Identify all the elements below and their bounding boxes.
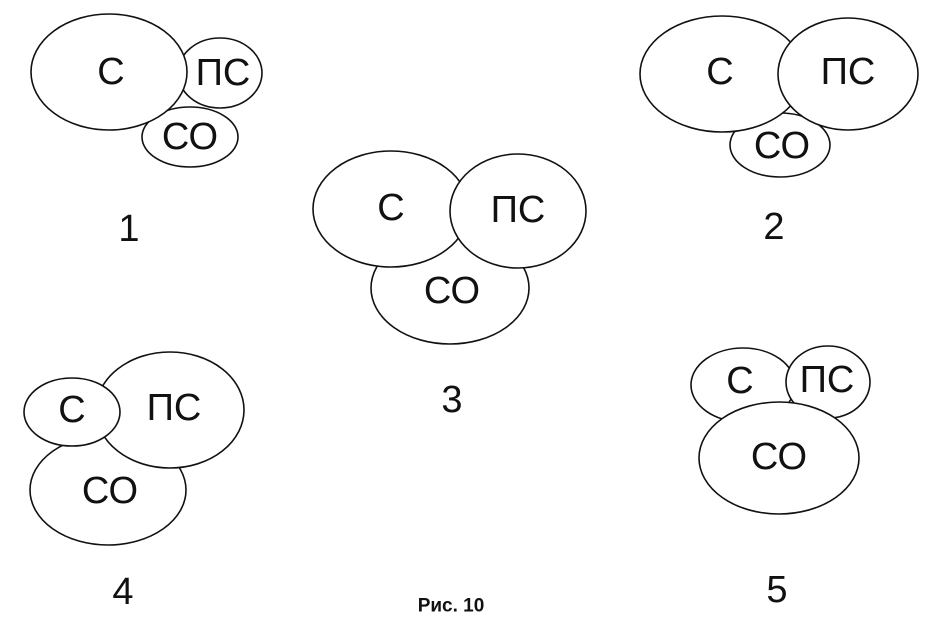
label-ps: ПС: [491, 189, 546, 231]
label-co: СО: [754, 125, 810, 167]
label-ps: ПС: [147, 387, 202, 429]
label-c: С: [726, 360, 753, 402]
diagram-number: 2: [763, 206, 784, 248]
label-co: СО: [751, 436, 807, 478]
diagram-number: 1: [118, 208, 139, 250]
ellipse-c: [23, 377, 121, 447]
figure-caption: Рис. 10: [418, 596, 485, 617]
label-c: С: [97, 51, 124, 93]
ellipse-co: [698, 401, 860, 515]
label-co: СО: [82, 470, 138, 512]
label-c: С: [706, 51, 733, 93]
label-c: С: [377, 187, 404, 229]
ellipse-ps: [777, 17, 919, 131]
label-co: СО: [424, 270, 480, 312]
diagram-number: 3: [441, 379, 462, 421]
diagram-3: С ПС СО 3: [312, 150, 587, 421]
label-ps: ПС: [196, 52, 251, 94]
label-co: СО: [162, 116, 218, 158]
ellipse-ps: [449, 153, 587, 269]
diagram-2: С ПС СО 2: [639, 15, 919, 248]
diagram-number: 5: [766, 569, 787, 611]
ellipse-co: [141, 106, 239, 168]
diagram-5: С ПС СО 5: [690, 345, 871, 611]
diagram-number: 4: [112, 571, 133, 613]
diagram-4: С ПС СО 4: [23, 351, 245, 613]
label-c: С: [58, 389, 85, 431]
diagram-1: С ПС СО 1: [30, 13, 263, 250]
label-ps: ПС: [800, 359, 855, 401]
ellipse-c: [30, 13, 188, 131]
label-ps: ПС: [821, 51, 876, 93]
